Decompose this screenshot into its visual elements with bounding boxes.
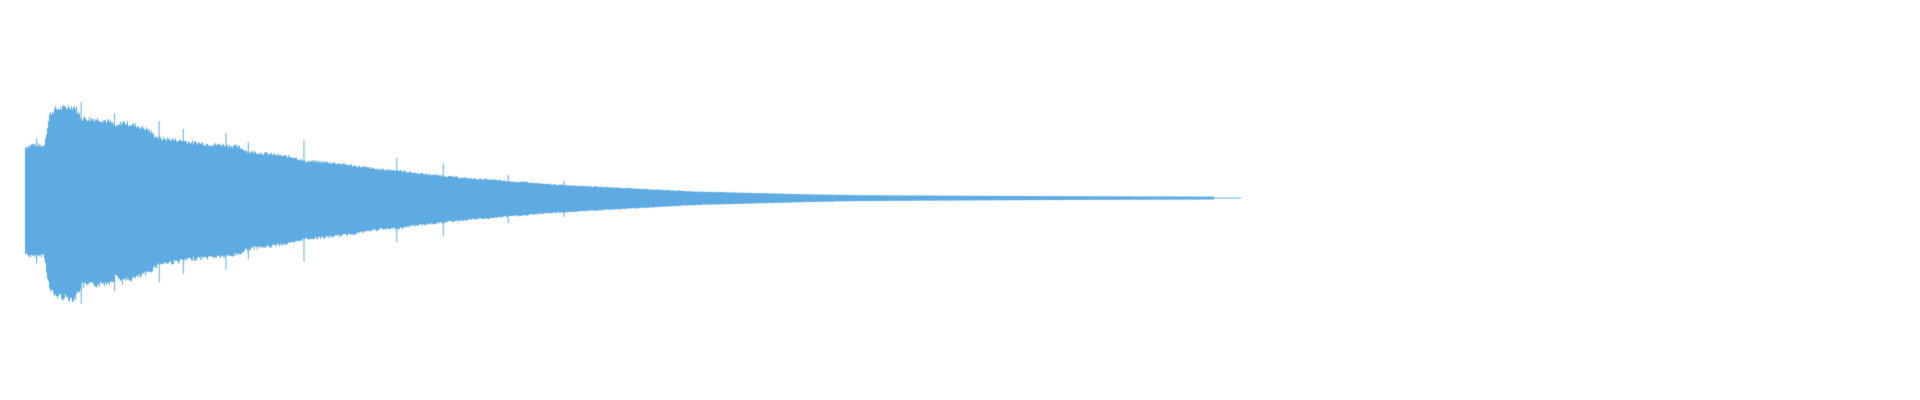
audio-waveform bbox=[0, 0, 1920, 400]
